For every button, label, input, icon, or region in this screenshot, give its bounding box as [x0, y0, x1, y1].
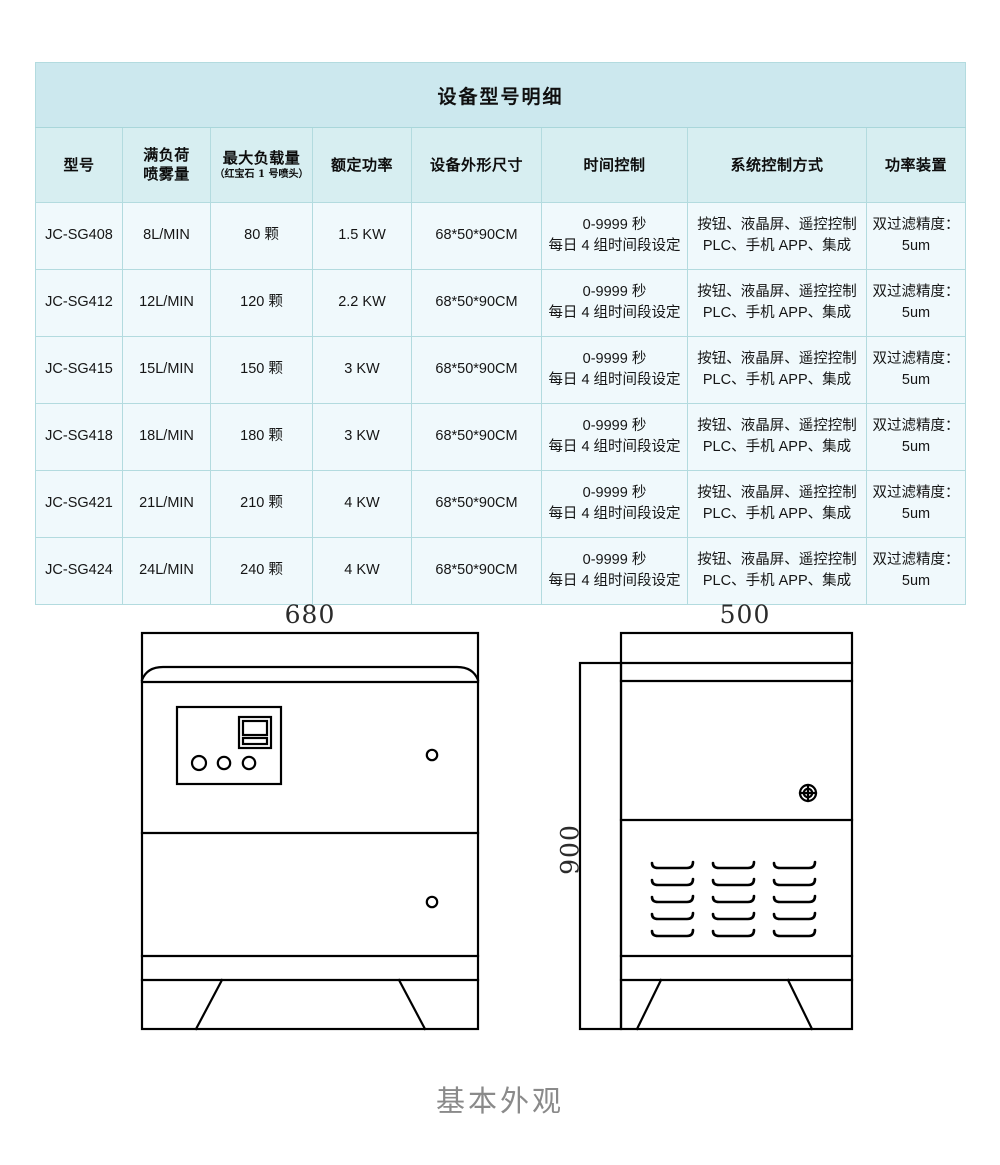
cell-time-control: 0-9999 秒每日 4 组时间段设定: [541, 202, 688, 270]
front-view-body: [140, 631, 480, 1031]
front-view-width-dimension: 680: [284, 600, 336, 629]
column-header-max-load: 最大负载量（红宝石 1 号喷头）: [210, 127, 313, 203]
cell-power-device: 双过滤精度：5um: [865, 269, 967, 337]
table-title-cell: 设备型号明细: [34, 62, 967, 128]
cell-time-control: 0-9999 秒每日 4 组时间段设定: [541, 336, 688, 404]
cell-size: 68*50*90CM: [411, 403, 542, 471]
table-header-row: 型号 满负荷喷雾量 最大负载量（红宝石 1 号喷头） 额定功率 设备外形尺寸 时…: [35, 127, 967, 203]
cell-load: 150 颗: [210, 336, 313, 404]
column-header-rated-power: 额定功率: [312, 127, 412, 203]
vent-louvers: [650, 860, 817, 938]
front-view-group: [140, 631, 480, 1031]
front-view-lock-upper: [425, 748, 439, 762]
side-view-height-dimension: 900: [555, 824, 585, 875]
cell-time-control: 0-9999 秒每日 4 组时间段设定: [541, 403, 688, 471]
cell-time-control: 0-9999 秒每日 4 组时间段设定: [541, 269, 688, 337]
panel-button-1: [190, 754, 208, 772]
column-header-power-device: 功率装置: [865, 127, 967, 203]
cell-load: 210 颗: [210, 470, 313, 538]
side-view-height-frame: [578, 661, 623, 1031]
cell-power: 2.2 KW: [312, 269, 412, 337]
cell-power-device: 双过滤精度：5um: [865, 470, 967, 538]
table-row: JC-SG408 8L/MIN 80 颗 1.5 KW 68*50*90CM 0…: [35, 202, 967, 270]
table-row: JC-SG415 15L/MIN 150 颗 3 KW 68*50*90CM 0…: [35, 336, 967, 404]
column-header-spray-volume: 满负荷喷雾量: [122, 127, 211, 203]
table-row: JC-SG412 12L/MIN 120 颗 2.2 KW 68*50*90CM…: [35, 269, 967, 337]
cell-load: 180 颗: [210, 403, 313, 471]
table-title-row: 设备型号明细: [34, 62, 967, 128]
table-title: 设备型号明细: [437, 85, 564, 108]
column-header-system-control: 系统控制方式: [687, 127, 867, 203]
panel-button-2: [216, 755, 232, 771]
cell-model: JC-SG408: [35, 202, 123, 270]
cell-size: 68*50*90CM: [411, 202, 542, 270]
equipment-spec-table: 设备型号明细 型号 满负荷喷雾量 最大负载量（红宝石 1 号喷头） 额定功率 设…: [34, 62, 967, 605]
cell-time-control: 0-9999 秒每日 4 组时间段设定: [541, 537, 688, 605]
cell-size: 68*50*90CM: [411, 269, 542, 337]
cell-spray: 8L/MIN: [122, 202, 211, 270]
cell-model: JC-SG421: [35, 470, 123, 538]
spec-table-container: 设备型号明细 型号 满负荷喷雾量 最大负载量（红宝石 1 号喷头） 额定功率 设…: [34, 62, 967, 605]
cell-spray: 18L/MIN: [122, 403, 211, 471]
cell-load: 120 颗: [210, 269, 313, 337]
side-view-foot-right: [786, 978, 814, 1031]
cell-time-control: 0-9999 秒每日 4 组时间段设定: [541, 470, 688, 538]
table-row: JC-SG424 24L/MIN 240 颗 4 KW 68*50*90CM 0…: [35, 537, 967, 605]
side-view-group: [578, 631, 854, 1031]
column-header-dimensions: 设备外形尺寸: [411, 127, 542, 203]
cell-model: JC-SG418: [35, 403, 123, 471]
cell-spray: 15L/MIN: [122, 336, 211, 404]
lcd-display-icon: [237, 715, 273, 750]
table-row: JC-SG421 21L/MIN 210 颗 4 KW 68*50*90CM 0…: [35, 470, 967, 538]
cell-power: 1.5 KW: [312, 202, 412, 270]
cell-power-device: 双过滤精度：5um: [865, 537, 967, 605]
cell-model: JC-SG412: [35, 269, 123, 337]
equipment-outline-drawing: [140, 631, 854, 1031]
cell-power: 3 KW: [312, 336, 412, 404]
control-panel: [175, 705, 283, 786]
cell-load: 80 颗: [210, 202, 313, 270]
cell-size: 68*50*90CM: [411, 470, 542, 538]
side-view-lock-icon: [798, 783, 818, 803]
cell-model: JC-SG415: [35, 336, 123, 404]
cell-spray: 12L/MIN: [122, 269, 211, 337]
cell-size: 68*50*90CM: [411, 336, 542, 404]
drawing-caption: 基本外观: [435, 1084, 564, 1118]
front-view-foot-left: [194, 978, 224, 1031]
column-header-model: 型号: [35, 127, 123, 203]
front-view-top-cap: [140, 665, 480, 682]
side-view-body: [619, 631, 854, 1031]
cell-model: JC-SG424: [35, 537, 123, 605]
side-view-foot-left: [635, 978, 663, 1031]
cell-power-device: 双过滤精度：5um: [865, 336, 967, 404]
cell-power: 4 KW: [312, 470, 412, 538]
front-view-lock-lower: [425, 895, 439, 909]
cell-power-device: 双过滤精度：5um: [865, 202, 967, 270]
side-view-width-dimension: 500: [719, 600, 771, 629]
cell-size: 68*50*90CM: [411, 537, 542, 605]
column-header-time-control: 时间控制: [541, 127, 688, 203]
cell-power-device: 双过滤精度：5um: [865, 403, 967, 471]
front-view-foot-right: [397, 978, 427, 1031]
cell-load: 240 颗: [210, 537, 313, 605]
cell-power: 3 KW: [312, 403, 412, 471]
cell-spray: 21L/MIN: [122, 470, 211, 538]
control-panel-frame: [175, 705, 283, 786]
technical-drawing-area: [0, 595, 1000, 1055]
table-row: JC-SG418 18L/MIN 180 颗 3 KW 68*50*90CM 0…: [35, 403, 967, 471]
panel-button-3: [241, 755, 257, 771]
